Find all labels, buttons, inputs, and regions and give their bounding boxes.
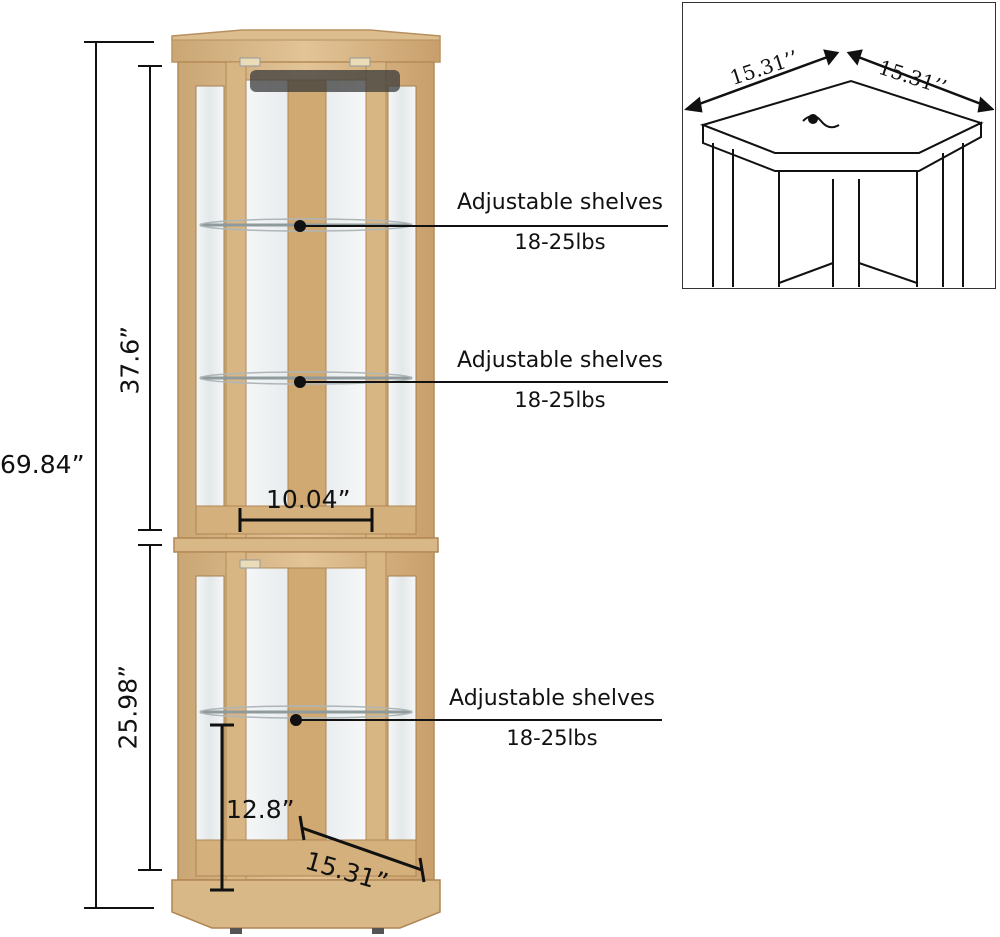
lower-height-label: 25.98” xyxy=(113,664,143,750)
shelf-callout-load: 18-25lbs xyxy=(514,229,606,254)
lower-cabinet xyxy=(177,551,435,889)
shelf-callout-load: 18-25lbs xyxy=(514,387,606,412)
shelf-callout-title: Adjustable shelves xyxy=(457,190,663,215)
cord-icon xyxy=(802,114,840,129)
shelf-callout-title: Adjustable shelves xyxy=(457,348,663,373)
shelf-callout-1: Adjustable shelves 18-25lbs xyxy=(450,188,670,256)
shelf-callout-title: Adjustable shelves xyxy=(449,686,655,711)
cabinet-base xyxy=(171,879,441,934)
cabinet-middle-trim xyxy=(173,537,439,553)
upper-cabinet xyxy=(177,57,435,541)
top-view-inset: 15.31’’ 15.31’’ xyxy=(682,2,996,289)
cabinet-top-crown xyxy=(171,29,441,63)
total-height-label: 69.84” xyxy=(0,450,85,479)
shelf-callout-load: 18-25lbs xyxy=(506,725,598,750)
shelf-gap-label: 12.8” xyxy=(226,795,295,824)
dimension-lines xyxy=(84,41,668,909)
top-view-sketch xyxy=(684,49,994,287)
shelf-callout-2: Adjustable shelves 18-25lbs xyxy=(450,346,670,414)
inner-width-label: 10.04” xyxy=(266,485,351,514)
shelf-callout-3: Adjustable shelves 18-25lbs xyxy=(442,684,662,752)
upper-height-label: 37.6” xyxy=(115,325,145,395)
callout-dots xyxy=(290,220,306,726)
